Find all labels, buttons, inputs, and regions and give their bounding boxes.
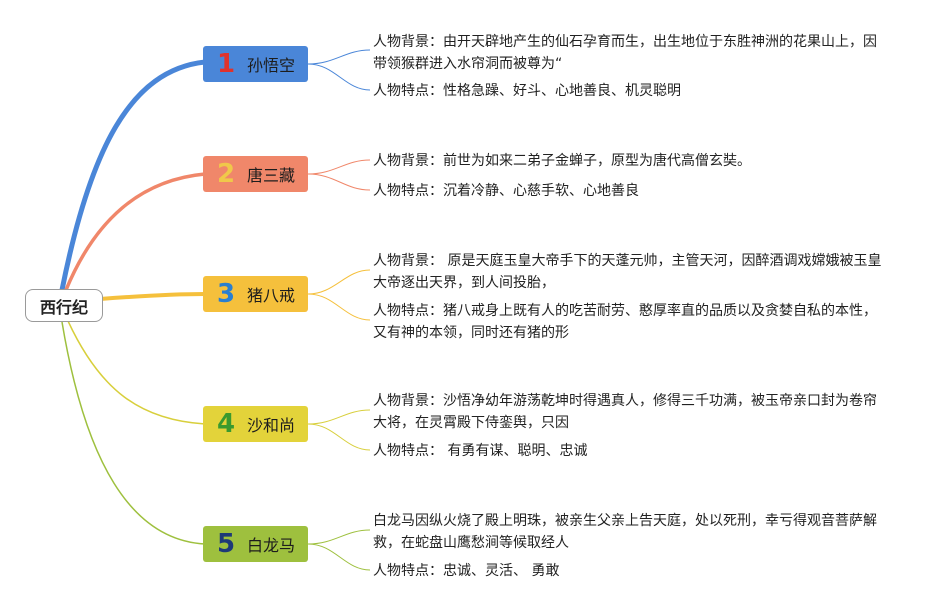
branch-node-bai-longma[interactable]: 5 白龙马 xyxy=(203,526,308,562)
branch-label: 猪八戒 xyxy=(247,286,296,305)
branch-label: 沙和尚 xyxy=(247,416,296,435)
detail-background-2[interactable]: 人物背景：前世为如来二弟子金蝉子，原型为唐代高僧玄奘。 xyxy=(373,153,751,169)
link-detail-4b xyxy=(307,423,371,451)
detail-traits-2[interactable]: 人物特点：沉着冷静、心慈手软、心地善良 xyxy=(373,183,639,199)
detail-traits-4[interactable]: 人物特点： 有勇有谋、聪明、忠诚 xyxy=(373,443,588,459)
link-root-4 xyxy=(67,320,206,425)
link-detail-1a xyxy=(307,49,371,65)
branch-label: 孙悟空 xyxy=(247,56,296,75)
branch-node-zhu-bajie[interactable]: 3 猪八戒 xyxy=(203,276,308,312)
branch-number: 3 xyxy=(217,279,236,309)
detail-background-1[interactable]: 人物背景：由开天辟地产生的仙石孕育而生，出生地位于东胜神洲的花果山上，因带领猴群… xyxy=(373,34,877,72)
detail-background-4[interactable]: 人物背景：沙悟净幼年游荡乾坤时得遇真人，修得三千功满，被玉帝亲口封为卷帘大将，在… xyxy=(373,393,877,431)
detail-traits-1[interactable]: 人物特点：性格急躁、好斗、心地善良、机灵聪明 xyxy=(373,83,681,99)
root-label: 西行纪 xyxy=(39,297,88,317)
detail-traits-5[interactable]: 人物特点：忠诚、灵活、 勇敢 xyxy=(373,563,560,579)
branch-number: 2 xyxy=(217,159,236,189)
link-root-3 xyxy=(98,292,207,301)
branch-number: 5 xyxy=(217,529,236,559)
branch-label: 白龙马 xyxy=(247,536,296,555)
branch-node-tang-sanzang[interactable]: 2 唐三藏 xyxy=(203,156,308,192)
link-root-1 xyxy=(59,59,208,293)
detail-background-3[interactable]: 人物背景： 原是天庭玉皇大帝手下的天蓬元帅，主管天河，因醉酒调戏嫦娥被玉皇大帝逐… xyxy=(373,253,882,291)
branch-number: 1 xyxy=(217,49,236,79)
link-detail-2a xyxy=(307,159,371,175)
link-root-5 xyxy=(61,321,206,545)
link-detail-3b xyxy=(307,293,371,321)
branch-label: 唐三藏 xyxy=(247,166,296,185)
link-detail-5a xyxy=(307,529,371,545)
branch-node-sha-heshang[interactable]: 4 沙和尚 xyxy=(203,406,308,442)
link-root-2 xyxy=(64,172,207,292)
branch-number: 4 xyxy=(217,409,236,439)
detail-background-5[interactable]: 白龙马因纵火烧了殿上明珠，被亲生父亲上告天庭，处以死刑，幸亏得观音菩萨解救，在蛇… xyxy=(373,513,877,551)
root-node[interactable]: 西行纪 xyxy=(25,289,103,322)
link-detail-3a xyxy=(307,269,371,295)
link-detail-5b xyxy=(307,543,371,571)
link-detail-4a xyxy=(307,409,371,425)
link-detail-1b xyxy=(307,63,371,91)
link-detail-2b xyxy=(307,173,371,191)
detail-traits-3[interactable]: 人物特点：猪八戒身上既有人的吃苦耐劳、憨厚率直的品质以及贪婪自私的本性，又有神的… xyxy=(373,303,877,341)
branch-node-sun-wukong[interactable]: 1 孙悟空 xyxy=(203,46,308,82)
